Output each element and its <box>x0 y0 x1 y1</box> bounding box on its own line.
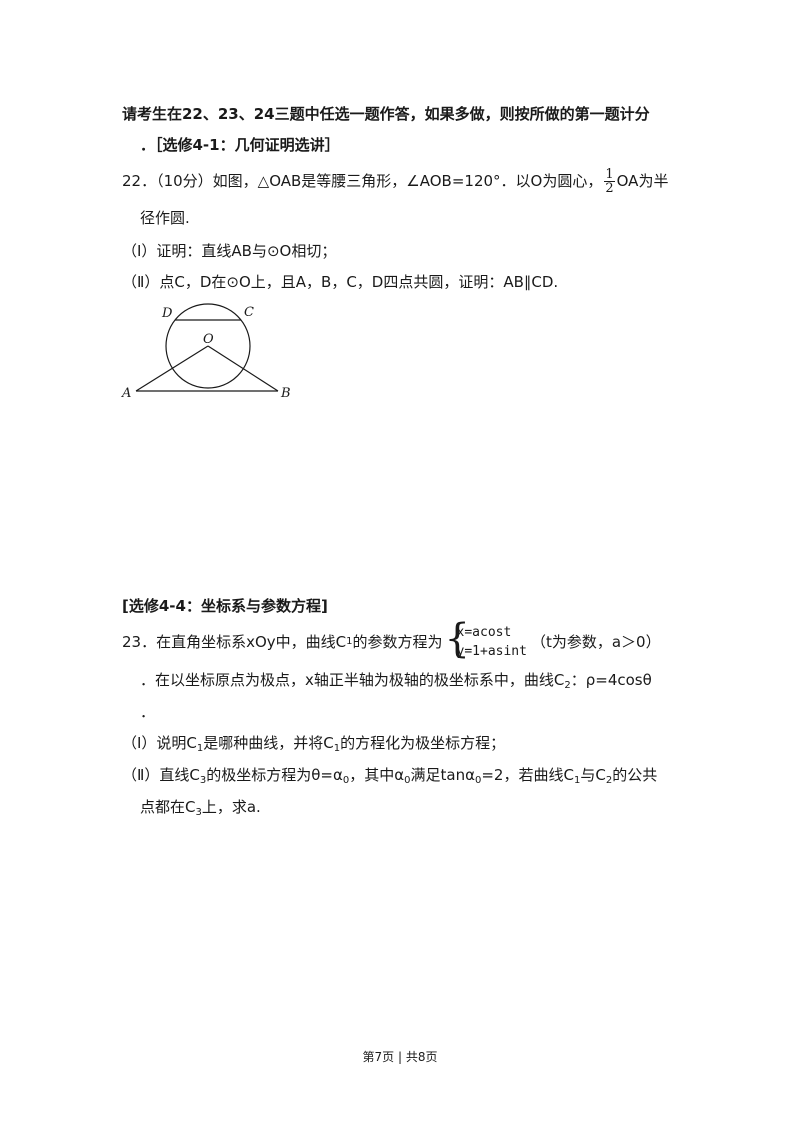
subscript: 1 <box>573 775 581 786</box>
q23-line2-a: ．在以坐标原点为极点，x轴正半轴为极轴的极坐标系中，曲线C <box>140 671 565 689</box>
fraction-one-half: 1 2 <box>604 166 615 196</box>
text: 上，求a. <box>201 798 261 816</box>
subscript: 3 <box>195 807 202 818</box>
fraction-denominator: 2 <box>605 180 614 196</box>
label-b: B <box>280 386 291 401</box>
q22-stem: 22．（10分）如图，△OAB是等腰三角形，∠AOB=120°．以O为圆心， 1… <box>122 166 668 196</box>
subscript: 0 <box>342 775 350 786</box>
text: 的公共 <box>612 766 658 784</box>
q23-part-1: （Ⅰ）说明C1是哪种曲线，并将C1的方程化为极坐标方程； <box>122 733 506 754</box>
subscript: 0 <box>474 775 482 786</box>
label-a: A <box>121 386 131 401</box>
subscript: 1 <box>333 743 341 754</box>
page-footer: 第7页 | 共8页 <box>362 1050 438 1064</box>
q22-stem-b: OA为半 <box>616 172 669 190</box>
label-o: O <box>203 332 214 347</box>
q23-part-2-continued: 点都在C3上，求a. <box>140 797 261 818</box>
parametric-equation-system: { x=acost y=1+asint <box>445 617 527 661</box>
equation-y: y=1+asint <box>456 644 527 659</box>
q23-line-3: ． <box>140 703 156 721</box>
q23-stem-a: 23．在直角坐标系xOy中，曲线C <box>122 633 347 651</box>
q23-line2-b: ：ρ=4cosθ <box>570 671 652 689</box>
subscript: 2 <box>564 680 571 691</box>
fraction-numerator: 1 <box>604 166 615 182</box>
text: （Ⅰ）说明C <box>122 734 197 752</box>
q23-line-2: ．在以坐标原点为极点，x轴正半轴为极轴的极坐标系中，曲线C2：ρ=4cosθ <box>140 670 652 691</box>
segment-ob <box>207 345 279 392</box>
q23-part-2: （Ⅱ）直线C3的极坐标方程为θ=α0，其中α0满足tanα0=2，若曲线C1与C… <box>122 765 658 786</box>
q22-stem-continued: 径作圆. <box>140 209 190 227</box>
text: （Ⅱ）直线C <box>122 766 200 784</box>
segment-oa <box>135 345 209 392</box>
text: 点都在C <box>140 798 196 816</box>
text: 的极坐标方程为θ=α <box>206 766 343 784</box>
section-header-4-1: ．［选修4-1：几何证明选讲］ <box>140 136 340 154</box>
text: ，其中α <box>349 766 405 784</box>
label-d: D <box>161 306 173 321</box>
text: 满足tanα <box>410 766 475 784</box>
text: 的方程化为极坐标方程； <box>340 734 506 752</box>
text: 是哪种曲线，并将C <box>203 734 334 752</box>
label-c: C <box>244 305 254 320</box>
subscript: 0 <box>404 775 411 786</box>
q22-stem-a: 22．（10分）如图，△OAB是等腰三角形，∠AOB=120°．以O为圆心， <box>122 172 603 190</box>
q22-part-1: （Ⅰ）证明：直线AB与⊙O相切； <box>122 242 337 260</box>
text: =2，若曲线C <box>481 766 574 784</box>
q22-part-2: （Ⅱ）点C，D在⊙O上，且A，B，C，D四点共圆，证明：AB∥CD. <box>122 273 559 291</box>
q23-stem-b: 的参数方程为 <box>352 633 443 651</box>
circle-o <box>165 303 251 389</box>
subscript: 2 <box>605 775 613 786</box>
q23-stem-c: （t为参数，a＞0） <box>530 633 661 651</box>
intro-line-1: 请考生在22、23、24三题中任选一题作答，如果多做，则按所做的第一题计分 <box>122 105 650 123</box>
left-brace: { <box>444 616 470 662</box>
equation-x: x=acost <box>456 625 512 640</box>
section-header-4-4: [选修4-4：坐标系与参数方程] <box>122 597 328 615</box>
geometry-diagram: D C O A B <box>121 303 291 401</box>
subscript: 3 <box>199 775 207 786</box>
subscript: 1 <box>196 743 204 754</box>
text: 与C <box>580 766 606 784</box>
